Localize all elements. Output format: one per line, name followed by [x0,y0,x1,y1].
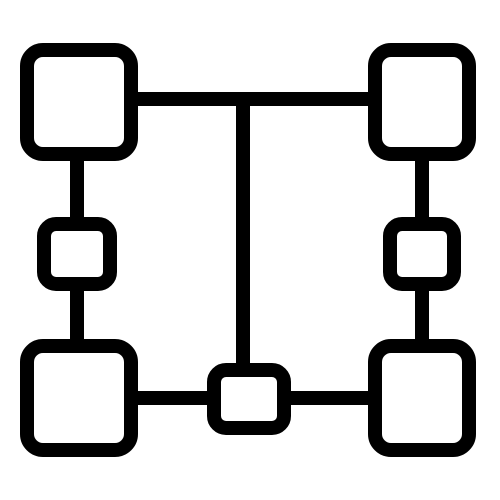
right-middle-node [383,217,461,291]
top-left-node [20,43,138,161]
bottom-left-node [20,339,138,457]
bottom-right-node [368,339,476,457]
bottom-center-node [207,363,291,435]
left-middle-node [37,217,117,291]
top-right-node [368,43,476,161]
